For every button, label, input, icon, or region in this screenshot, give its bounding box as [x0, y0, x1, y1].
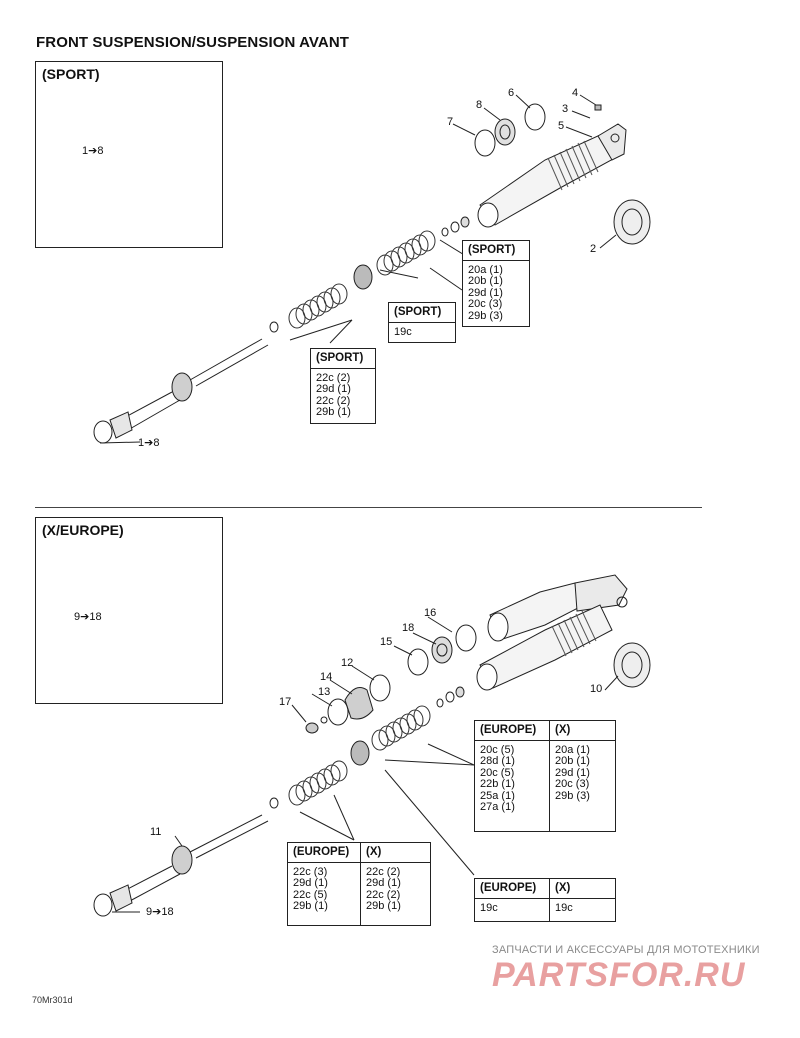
- table-row: 19c: [394, 325, 412, 338]
- table-row: 20c (3): [555, 778, 590, 790]
- sport-section-label: (SPORT): [42, 66, 100, 82]
- part-7-o-ring: [474, 129, 496, 157]
- callout-2: 2: [590, 243, 597, 255]
- sport-inset-box: (SPORT) 1➔8: [35, 61, 223, 248]
- callout-3: 3: [562, 103, 569, 115]
- table-row: 29b (1): [316, 406, 351, 418]
- sport-lower-table-header: (SPORT): [311, 349, 375, 369]
- sport-shim-stack-lower: [288, 283, 348, 329]
- part-2-bushing: [613, 199, 651, 245]
- x-rod-ref: 9➔18: [146, 906, 174, 918]
- table-row: 29b (3): [555, 789, 590, 802]
- part-4-screw: [594, 104, 602, 111]
- sport-lower-table: (SPORT) 22c (2) 29d (1) 22c (2) 29b (1): [310, 348, 376, 424]
- table-row: 22c (2): [316, 394, 351, 407]
- table-row: 28d (1): [480, 755, 515, 767]
- sport-shim-stack-upper: [376, 230, 436, 276]
- x-cylinder-body: [476, 574, 628, 691]
- table-row: 22c (2): [366, 865, 401, 878]
- x-lower-x-header: (X): [361, 843, 430, 863]
- x-shim-stack-lower: [288, 760, 348, 806]
- sport-piston: [353, 264, 373, 290]
- callout-14: 14: [320, 671, 333, 683]
- table-row: 20a (1): [555, 743, 590, 756]
- x-shaft: [93, 814, 269, 917]
- table-row: 19c: [555, 901, 573, 914]
- part-18-cap: [431, 636, 453, 664]
- table-row: 22c (5): [293, 888, 328, 901]
- sport-rod-ref: 1➔8: [138, 437, 160, 449]
- table-row: 20a (1): [468, 263, 503, 276]
- sport-inset-ref: 1➔8: [82, 145, 104, 157]
- part-12-o-ring: [369, 674, 391, 702]
- part-6-disc: [524, 103, 546, 131]
- table-row: 20b (1): [468, 275, 503, 287]
- table-row: 20c (5): [480, 766, 515, 779]
- x-inset-ref: 9➔18: [74, 611, 102, 623]
- table-row: 27a (1): [480, 801, 515, 813]
- part-17-cap: [305, 722, 319, 734]
- part-15-disc: [407, 648, 429, 676]
- x-lower-europe-header: (EUROPE): [288, 843, 360, 863]
- x-piston: [350, 740, 370, 766]
- callout-5: 5: [558, 120, 565, 132]
- callout-15: 15: [380, 636, 393, 648]
- image-code: 70Mr301d: [32, 995, 73, 1005]
- table-row: 22c (3): [293, 865, 328, 878]
- callout-6: 6: [508, 87, 515, 99]
- page-title: FRONT SUSPENSION/SUSPENSION AVANT: [36, 34, 350, 51]
- watermark-tagline: ЗАПЧАСТИ И АКСЕССУАРЫ ДЛЯ МОТОТЕХНИКИ: [492, 944, 760, 956]
- x-europe-upper-table: (EUROPE) 20c (5) 28d (1) 20c (5) 22b (1)…: [474, 720, 616, 832]
- callout-12: 12: [341, 657, 354, 669]
- part-16-o-ring: [455, 624, 477, 652]
- x-europe-lower-table: (EUROPE) 22c (3) 29d (1) 22c (5) 29b (1)…: [287, 842, 431, 926]
- table-row: 29d (1): [316, 383, 351, 395]
- table-row: 29d (1): [468, 286, 503, 299]
- callout-10: 10: [590, 683, 603, 695]
- table-row: 22b (1): [480, 778, 515, 790]
- part-14-piston-head: [344, 687, 374, 720]
- callout-16: 16: [424, 607, 437, 619]
- sport-upper-table: (SPORT) 20a (1) 20b (1) 29d (1) 20c (3) …: [462, 240, 530, 327]
- watermark-logo-text: PARTSFOR.RU: [492, 956, 746, 994]
- x-europe-section-label: (X/EUROPE): [42, 522, 124, 538]
- table-row: 25a (1): [480, 789, 515, 802]
- sport-mid-table: (SPORT) 19c: [388, 302, 456, 343]
- table-row: 20c (5): [480, 743, 515, 756]
- part-8-cap: [494, 118, 516, 146]
- callout-13: 13: [318, 686, 331, 698]
- x-europe-inset-box: (X/EUROPE) 9➔18: [35, 517, 223, 704]
- part-13-disc: [327, 698, 349, 726]
- section-divider: [35, 507, 702, 508]
- table-row: 29d (1): [366, 877, 401, 889]
- table-row: 29d (1): [555, 766, 590, 779]
- watermark-logo: PARTSFOR.RU: [492, 956, 746, 994]
- table-row: 19c: [480, 901, 498, 914]
- x-upper-x-header: (X): [550, 721, 615, 741]
- x-mid-x-header: (X): [550, 879, 615, 899]
- x-shim-stack-upper: [371, 705, 431, 751]
- table-row: 20b (1): [555, 755, 590, 767]
- callout-11: 11: [150, 826, 162, 838]
- callout-17: 17: [279, 696, 292, 708]
- table-row: 29b (3): [468, 309, 503, 322]
- table-row: 22c (2): [316, 371, 351, 384]
- x-mid-europe-header: (EUROPE): [475, 879, 549, 899]
- sport-upper-table-header: (SPORT): [463, 241, 529, 261]
- table-row: 20c (3): [468, 298, 503, 310]
- table-row: 29b (1): [293, 900, 328, 912]
- sport-mid-table-header: (SPORT): [389, 303, 455, 323]
- table-row: 22c (2): [366, 888, 401, 901]
- callout-7: 7: [447, 116, 454, 128]
- table-row: 29d (1): [293, 877, 328, 889]
- x-upper-europe-header: (EUROPE): [475, 721, 549, 741]
- callout-4: 4: [572, 87, 579, 99]
- x-europe-mid-table: (EUROPE) 19c (X) 19c: [474, 878, 616, 922]
- callout-18: 18: [402, 622, 415, 634]
- sport-cylinder-body: [477, 123, 627, 228]
- table-row: 29b (1): [366, 900, 401, 912]
- sport-shaft: [93, 338, 269, 444]
- part-10-bushing: [613, 642, 651, 688]
- callout-8: 8: [476, 99, 483, 111]
